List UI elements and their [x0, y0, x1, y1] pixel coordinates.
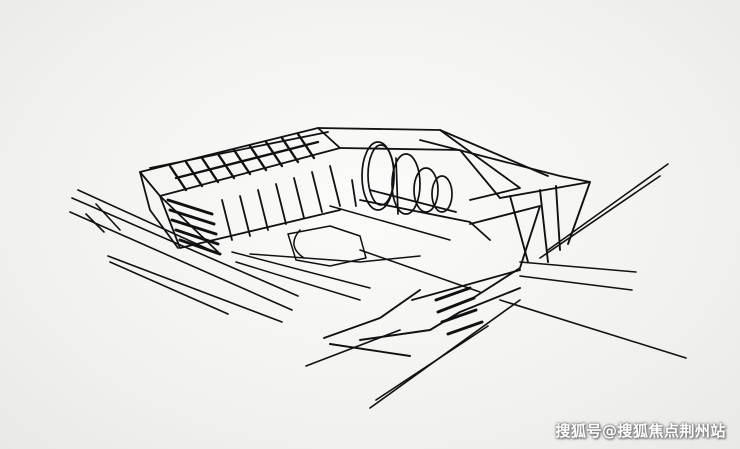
watermark: 搜狐号@搜狐焦点荆州站 — [555, 422, 726, 440]
circle-openings — [361, 141, 457, 215]
right-wall-hatch — [434, 286, 484, 336]
left-colonnade — [221, 165, 341, 241]
rear-building — [317, 127, 591, 241]
left-wall-hatch — [166, 198, 222, 256]
right-approach-lines — [305, 163, 687, 409]
courtyard — [231, 205, 481, 301]
right-wing — [323, 181, 591, 357]
left-roof — [139, 127, 341, 253]
left-approach-lines — [69, 189, 299, 323]
roof-slats — [168, 132, 320, 192]
